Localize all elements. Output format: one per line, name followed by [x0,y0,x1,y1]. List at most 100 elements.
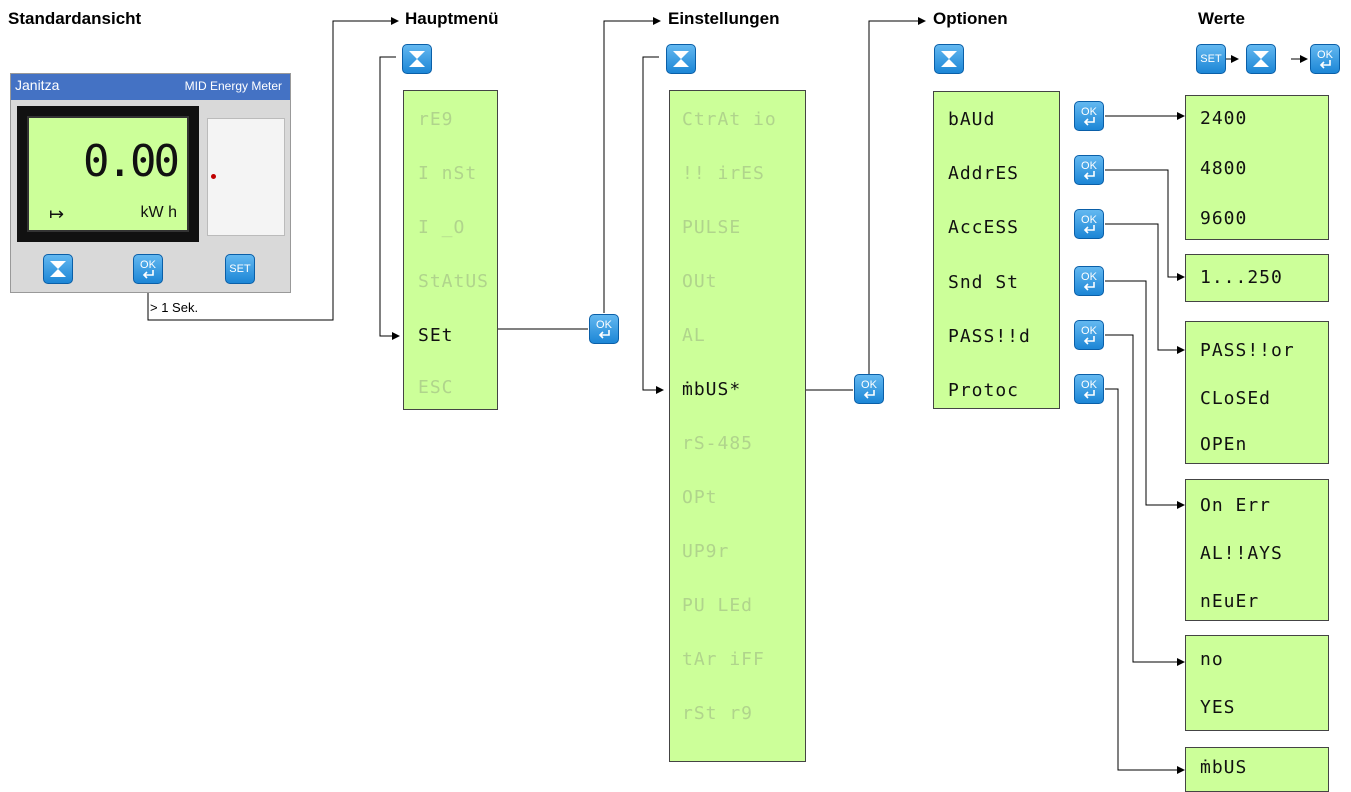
enter-icon [1083,224,1095,234]
main-menu-item-active[interactable]: SEt [418,325,454,346]
ok-label: OK [1081,270,1097,283]
ok-button-baud[interactable]: OK [1074,101,1104,131]
main-menu-item[interactable]: StAtUS [418,271,490,292]
direction-arrow-icon: ↦ [49,204,65,224]
enter-icon [863,389,875,399]
enter-icon [1083,116,1095,126]
value-item[interactable]: 9600 [1200,208,1248,229]
settings-menu-item[interactable]: rSt r9 [682,703,754,724]
settings-menu-item[interactable]: rS-485 [682,433,754,454]
enter-icon [598,329,610,339]
ok-button-send-status[interactable]: OK [1074,266,1104,296]
device-title-bar: Janitza MID Energy Meter [11,74,290,100]
values-down-button[interactable] [1246,44,1276,74]
ok-button-password[interactable]: OK [1074,320,1104,350]
value-item[interactable]: ṁbUS [1200,757,1248,778]
enter-icon [1083,281,1095,291]
settings-menu-item[interactable]: CtrAt io [682,109,777,130]
settings-down-button[interactable] [666,44,696,74]
values-ok-button[interactable]: OK [1310,44,1340,74]
settings-ok-button[interactable]: OK [854,374,884,404]
hourglass-arrow-icon [50,261,66,277]
device-model: MID Energy Meter [184,79,282,93]
heading-options: Optionen [933,9,1008,28]
value-item[interactable]: no [1200,649,1224,670]
main-menu-item[interactable]: I nSt [418,163,478,184]
options-item-protocol[interactable]: Protoc [948,380,1020,401]
values-display-password: no YES [1185,635,1329,731]
main-down-button[interactable] [402,44,432,74]
ok-label: OK [1081,324,1097,337]
hourglass-arrow-icon [941,51,957,67]
options-down-button[interactable] [934,44,964,74]
enter-icon [142,269,154,279]
main-menu-item[interactable]: I _O [418,217,466,238]
ok-label: OK [1317,48,1333,61]
ok-label: OK [596,318,612,331]
device-unit: kW h [140,204,177,221]
value-item[interactable]: 2400 [1200,108,1248,129]
settings-menu-item-active[interactable]: ṁbUS* [682,379,742,400]
main-menu-item[interactable]: ESC [418,377,454,398]
value-item[interactable]: nEuEr [1200,591,1260,612]
ok-label: OK [1081,378,1097,391]
main-menu-item[interactable]: rE9 [418,109,454,130]
line-device-to-main [147,17,399,321]
line-send-status [1105,280,1185,509]
hourglass-arrow-icon [673,51,689,67]
value-item[interactable]: On Err [1200,495,1272,516]
options-item-access[interactable]: AccESS [948,217,1020,238]
value-item[interactable]: YES [1200,697,1236,718]
options-item-send-status[interactable]: Snd St [948,272,1020,293]
ok-label: OK [1081,105,1097,118]
value-item[interactable]: CLoSEd [1200,388,1272,409]
settings-menu-item[interactable]: OPt [682,487,718,508]
device-brand: Janitza [15,77,60,93]
settings-menu-item[interactable]: PU LEd [682,595,754,616]
settings-menu-item[interactable]: PULSE [682,217,742,238]
line-main-nav [379,56,400,340]
main-menu-display: rE9 I nSt I _O StAtUS SEt ESC [403,90,498,410]
device-side-panel [207,118,285,236]
line-protocol [1105,388,1185,774]
device-display: 0.00 ↦ kW h [27,116,189,232]
value-item[interactable]: AL!!AYS [1200,543,1283,564]
settings-menu-item[interactable]: OUt [682,271,718,292]
options-item-password[interactable]: PASS!!d [948,326,1031,347]
device-down-button[interactable] [43,254,73,284]
options-item-address[interactable]: AddrES [948,163,1020,184]
settings-menu-item[interactable]: tAr iFF [682,649,765,670]
settings-menu-item[interactable]: !! irES [682,163,765,184]
device-led-icon [211,174,216,179]
ok-button-address[interactable]: OK [1074,155,1104,185]
value-item[interactable]: 4800 [1200,158,1248,179]
device-ok-button[interactable]: OK [133,254,163,284]
values-display-protocol: ṁbUS [1185,747,1329,792]
ok-button-access[interactable]: OK [1074,209,1104,239]
main-ok-button[interactable]: OK [589,314,619,344]
options-item-baud[interactable]: bAUd [948,109,996,130]
values-display-baud: 2400 4800 9600 [1185,95,1329,240]
ok-label: OK [861,378,877,391]
line-password [1105,334,1185,666]
value-item[interactable]: PASS!!or [1200,340,1295,361]
hourglass-arrow-icon [409,51,425,67]
settings-menu-item[interactable]: AL [682,325,706,346]
value-item[interactable]: 1...250 [1200,267,1283,288]
device-set-button[interactable]: SET [225,254,255,284]
enter-icon [1319,59,1331,69]
ok-label: OK [1081,213,1097,226]
settings-menu-display: CtrAt io !! irES PULSE OUt AL ṁbUS* rS-4… [669,90,806,762]
ok-button-protocol[interactable]: OK [1074,374,1104,404]
value-item[interactable]: OPEn [1200,434,1248,455]
settings-menu-item[interactable]: UP9r [682,541,730,562]
line-address [1105,169,1185,281]
line-access [1105,223,1185,354]
hold-duration-label: > 1 Sek. [150,300,199,315]
ok-label: OK [140,258,156,271]
values-set-button[interactable]: SET [1196,44,1226,74]
heading-main-menu: Hauptmenü [405,9,499,28]
device-reading: 0.00 [83,136,180,187]
values-display-access: PASS!!or CLoSEd OPEn [1185,321,1329,464]
